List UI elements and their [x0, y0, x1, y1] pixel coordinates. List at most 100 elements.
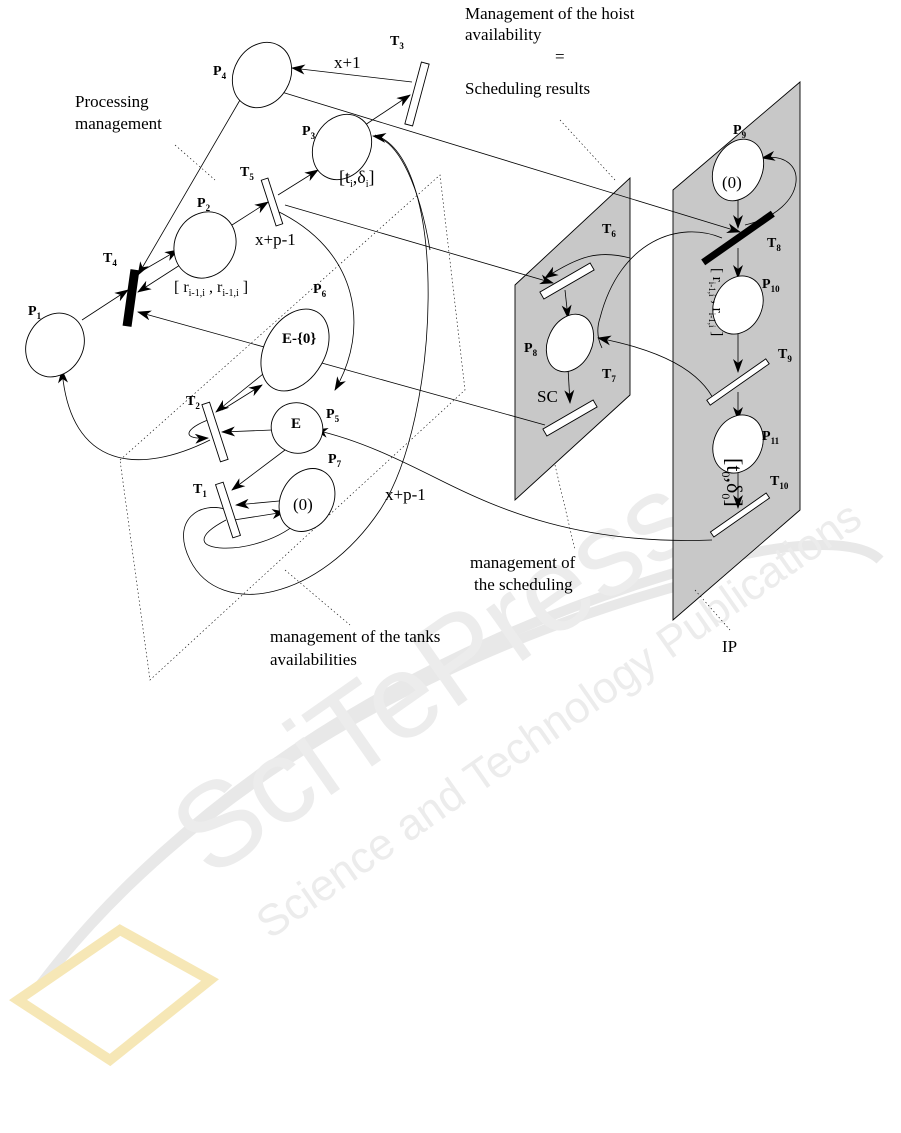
transition-t10 [709, 492, 771, 538]
arc-t1-p7 [233, 509, 286, 521]
label-t7: T7 [602, 367, 616, 384]
processing-leader [174, 144, 216, 181]
arc-p1-t4 [81, 289, 129, 321]
arc-t5-t6 [284, 204, 554, 285]
label-t8: T8 [767, 236, 781, 253]
transition-t6 [539, 262, 595, 300]
tanks-line-1: management of the tanks [270, 627, 440, 646]
label-p4: P4 [213, 64, 227, 81]
token-sc: SC [537, 387, 558, 406]
label-t3: T3 [390, 34, 404, 51]
place-p11 [712, 414, 764, 474]
label-p3: P3 [302, 124, 316, 141]
label-p1: P1 [28, 304, 42, 321]
transition-t7 [542, 399, 598, 437]
scheduling-leader [554, 464, 576, 551]
arc-loop-into-p3 [372, 132, 431, 251]
arc-t4-p2 [134, 249, 179, 276]
ip-leader [694, 589, 731, 631]
place-p1 [25, 312, 85, 378]
label-t4: T4 [103, 251, 117, 268]
hoist-leader [559, 119, 616, 181]
arc-t2-p6 [221, 384, 263, 411]
label-p11: P11 [762, 429, 780, 446]
arc-t3-p4 [291, 64, 413, 83]
arc-p3-large-loop [183, 134, 429, 595]
transition-t9 [706, 358, 770, 406]
processing-line-2: management [75, 114, 162, 133]
label-p6: P6 [313, 282, 327, 299]
place-p4 [231, 41, 293, 109]
arc-t9-p8 [597, 335, 716, 403]
watermark-swoosh-inner [56, 575, 702, 964]
label-p10: P10 [762, 277, 780, 294]
token-p5: E [291, 416, 301, 432]
label-p5: P5 [326, 407, 340, 424]
ip-label: IP [722, 637, 737, 656]
arc-t6-curve-head [544, 254, 631, 279]
transition-t3 [404, 61, 430, 127]
arc-t7-t4 [137, 310, 546, 426]
interval-p11: [t0,δ0] [719, 458, 747, 507]
arc-p4-t8 [274, 89, 741, 233]
arc-p6-t2 [215, 369, 269, 413]
label-t1: T1 [193, 482, 207, 499]
arc-label-x-plus-p-minus-1-bottom: x+p-1 [385, 485, 426, 504]
transition-t5 [260, 177, 284, 227]
place-p10 [712, 275, 764, 335]
scheduling-annotation: management of the scheduling [470, 553, 576, 594]
arc-p4-t4 [137, 99, 241, 276]
hoist-line-3: = [555, 47, 565, 66]
transition-t8 [701, 210, 775, 266]
arc-p5-t2 [221, 426, 273, 437]
arc-p8-t7 [564, 367, 575, 404]
places [25, 41, 765, 532]
processing-annotation: Processing management [75, 92, 162, 133]
hoist-line-1: Management of the hoist [465, 4, 635, 23]
place-p5 [270, 402, 324, 454]
arc-t5-p3 [277, 169, 319, 196]
transition-labels: T1 T2 T3 T4 T5 T6 T7 T8 T9 T10 [103, 34, 792, 499]
tanks-annotation: management of the tanks availabilities [270, 627, 440, 669]
arc-label-x-plus-1: x+1 [334, 53, 361, 72]
label-t5: T5 [240, 165, 254, 182]
hoist-annotation: Management of the hoist availability = S… [465, 4, 635, 98]
arc-p2-t4-return [137, 264, 181, 293]
interval-labels: [ti,δi] [ ri-1,i , ri-1,i ] [ ri-1,i , r… [174, 167, 747, 507]
arc-p3-t3 [364, 94, 411, 126]
token-p9: (0) [722, 173, 742, 192]
scheduling-line-2: the scheduling [474, 575, 573, 594]
place-p9 [711, 138, 765, 202]
arc-label-x-plus-p-minus-1-top: x+p-1 [255, 230, 296, 249]
label-t9: T9 [778, 347, 792, 364]
transition-t1 [214, 481, 242, 539]
scheduling-line-1: management of [470, 553, 576, 572]
arc-p2-t5 [231, 201, 269, 226]
label-t10: T10 [770, 474, 789, 491]
interval-p2: [ ri-1,i , ri-1,i ] [174, 279, 248, 299]
arc-t1-loop [203, 519, 301, 549]
arc-t6-p8 [561, 289, 572, 319]
place-p8 [545, 313, 595, 373]
arc-t2-p1 [58, 369, 211, 460]
transition-t2 [201, 401, 229, 463]
transition-t4 [122, 269, 140, 327]
label-p8: P8 [524, 341, 538, 358]
place-p3 [311, 113, 373, 181]
tanks-line-2: availabilities [270, 650, 357, 669]
place-p6 [260, 308, 330, 392]
place-labels: P1 P2 P3 P4 P5 P6 P7 P8 P9 P10 P11 [28, 64, 780, 469]
label-t2: T2 [186, 394, 200, 411]
tanks-leader [284, 569, 351, 626]
token-p7: (0) [293, 495, 313, 514]
watermark-square-icon [9, 924, 219, 1067]
hoist-line-4: Scheduling results [465, 79, 590, 98]
label-p2: P2 [197, 196, 211, 213]
interval-p10: [ ri-1,i , ri-1,i ] [707, 268, 725, 336]
label-t6: T6 [602, 222, 616, 239]
place-p7 [278, 468, 336, 532]
tokens: (0) (0) E-{0} E SC [282, 173, 742, 514]
interval-p3: [ti,δi] [339, 167, 375, 190]
tanks-region-outline [119, 174, 466, 681]
